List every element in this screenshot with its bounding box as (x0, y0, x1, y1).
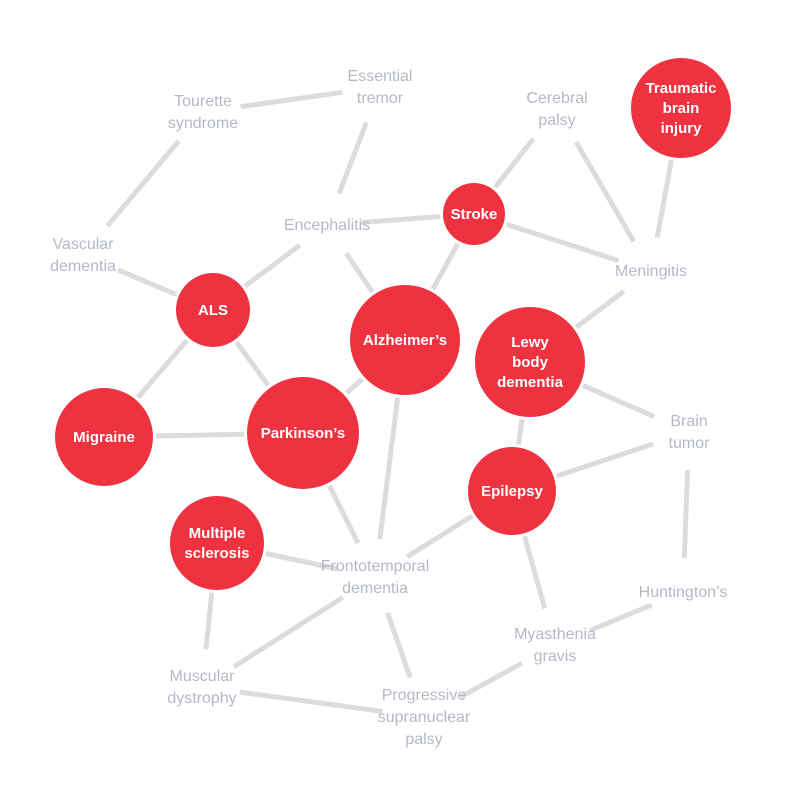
edge-tourette-syndrome-vascular-dementia (105, 139, 181, 228)
edge-als-parkinsons (234, 340, 271, 387)
edge-cerebral-palsy-meningitis (573, 140, 637, 243)
edge-cerebral-palsy-stroke (493, 137, 536, 189)
edge-migraine-parkinsons (155, 431, 245, 439)
edge-als-migraine (136, 338, 189, 400)
node-alzheimers: Alzheimer’s (350, 285, 460, 395)
node-label-migraine: Migraine (73, 429, 135, 446)
node-label-als: ALS (198, 302, 228, 319)
edge-alzheimers-parkinsons (344, 377, 364, 396)
edge-huntingtons-myasthenia-gravis (589, 602, 653, 633)
node-label-huntingtons: Huntington’s (639, 584, 728, 601)
edge-epilepsy-brain-tumor (555, 441, 654, 479)
edge-encephalitis-als (243, 243, 302, 289)
node-circle-epilepsy (468, 447, 556, 535)
edge-myasthenia-gravis-progressive-supranuclear-palsy (459, 661, 523, 699)
edge-multiple-sclerosis-frontotemporal-dementia (265, 551, 339, 572)
node-label-parkinsons: Parkinson’s (261, 425, 345, 442)
edge-lewy-body-dementia-epilepsy (516, 419, 525, 445)
edge-essential-tremor-encephalitis (336, 121, 369, 195)
edge-alzheimers-encephalitis (344, 251, 375, 294)
node-circle-multiple-sclerosis (170, 496, 264, 590)
node-huntingtons: Huntington’s (639, 584, 728, 601)
edge-multiple-sclerosis-muscular-dystrophy (203, 592, 215, 650)
node-label-encephalitis: Encephalitis (284, 217, 370, 234)
edge-frontotemporal-dementia-muscular-dystrophy (232, 595, 345, 669)
edge-stroke-alzheimers (430, 242, 460, 291)
node-encephalitis: Encephalitis (284, 217, 370, 234)
edge-vascular-dementia-als (117, 267, 178, 297)
node-circle-als (176, 273, 250, 347)
edge-stroke-meningitis (505, 222, 620, 263)
edge-epilepsy-frontotemporal-dementia (405, 513, 474, 559)
node-circle-traumatic-brain-injury (631, 58, 731, 158)
node-meningitis: Meningitis (615, 263, 687, 280)
node-als: ALS (176, 273, 250, 347)
node-label-stroke: Stroke (451, 206, 498, 223)
edge-layer (105, 89, 691, 714)
node-epilepsy: Epilepsy (468, 447, 556, 535)
node-circle-parkinsons (247, 377, 359, 489)
edge-traumatic-brain-injury-meningitis (654, 159, 674, 239)
edge-parkinsons-frontotemporal-dementia (327, 484, 361, 545)
edge-encephalitis-stroke (360, 214, 441, 225)
edge-lewy-body-dementia-brain-tumor (582, 383, 656, 419)
edge-frontotemporal-dementia-progressive-supranuclear-palsy (385, 612, 413, 679)
edge-epilepsy-myasthenia-gravis (522, 535, 548, 610)
edge-meningitis-lewy-body-dementia (574, 289, 626, 330)
node-migraine: Migraine (55, 388, 153, 486)
node-label-meningitis: Meningitis (615, 263, 687, 280)
node-circle-alzheimers (350, 285, 460, 395)
edge-brain-tumor-huntingtons (681, 469, 691, 559)
node-circle-stroke (443, 183, 505, 245)
node-parkinsons: Parkinson’s (247, 377, 359, 489)
edge-alzheimers-frontotemporal-dementia (377, 397, 401, 540)
node-label-alzheimers: Alzheimer’s (363, 332, 447, 349)
node-label-epilepsy: Epilepsy (481, 483, 543, 500)
node-circle-migraine (55, 388, 153, 486)
edge-tourette-syndrome-essential-tremor (240, 89, 343, 110)
node-stroke: Stroke (443, 183, 505, 245)
edge-muscular-dystrophy-progressive-supranuclear-palsy (239, 689, 383, 714)
node-circle-lewy-body-dementia (475, 307, 585, 417)
